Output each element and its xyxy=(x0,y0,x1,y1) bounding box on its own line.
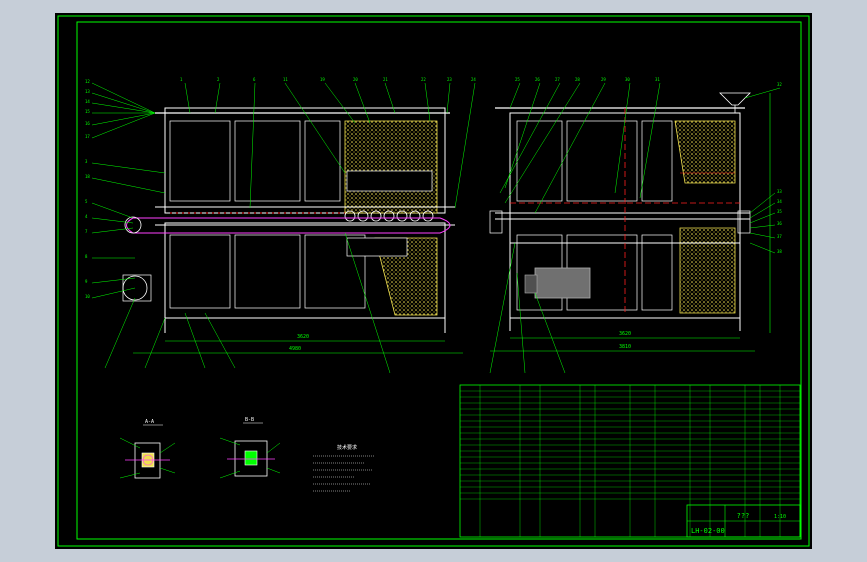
svg-text:19: 19 xyxy=(320,77,325,82)
drive-chain xyxy=(126,217,451,234)
svg-text:21: 21 xyxy=(383,77,388,82)
drawing-viewport[interactable]: 3620 4980 xyxy=(55,13,812,549)
svg-text:29: 29 xyxy=(601,77,606,82)
technical-notes: 技术要求 xyxy=(313,444,375,492)
dimension-bottom-left: 3620 xyxy=(297,334,309,340)
front-elevation-view: 3620 4980 xyxy=(85,77,476,374)
svg-text:1: 1 xyxy=(180,77,183,82)
notes-heading: 技术要求 xyxy=(337,444,357,451)
svg-text:22: 22 xyxy=(421,77,426,82)
svg-text:8: 8 xyxy=(85,254,88,259)
svg-text:12: 12 xyxy=(85,79,90,84)
svg-text:11: 11 xyxy=(283,77,288,82)
svg-text:5: 5 xyxy=(85,199,88,204)
svg-text:27: 27 xyxy=(555,77,560,82)
side-elevation-view: 3620 3810 xyxy=(489,77,782,374)
svg-text:30: 30 xyxy=(625,77,630,82)
title-block: ??? 1:10 LH-02-00 xyxy=(686,504,801,538)
svg-text:9: 9 xyxy=(85,279,88,284)
upper-frame xyxy=(164,107,446,214)
svg-text:32: 32 xyxy=(777,82,782,87)
svg-text:23: 23 xyxy=(447,77,452,82)
section-detail-a: A-A xyxy=(119,419,176,479)
parts-list-table xyxy=(459,384,801,538)
svg-text:10: 10 xyxy=(85,294,90,299)
svg-text:37: 37 xyxy=(777,234,782,239)
svg-text:25: 25 xyxy=(515,77,520,82)
svg-text:26: 26 xyxy=(535,77,540,82)
svg-text:7: 7 xyxy=(85,229,88,234)
svg-text:24: 24 xyxy=(471,77,476,82)
svg-text:3: 3 xyxy=(85,159,88,164)
conveyor-rollers xyxy=(155,206,455,226)
svg-text:33: 33 xyxy=(777,189,782,194)
dimension-bottom-right: 3620 xyxy=(619,331,631,337)
svg-text:14: 14 xyxy=(85,99,90,104)
svg-text:38: 38 xyxy=(777,249,782,254)
svg-text:17: 17 xyxy=(85,134,90,139)
svg-text:4: 4 xyxy=(85,214,88,219)
svg-text:15: 15 xyxy=(85,109,90,114)
svg-text:28: 28 xyxy=(575,77,580,82)
svg-text:36: 36 xyxy=(777,221,782,226)
section-detail-b: B-B xyxy=(219,417,281,479)
svg-text:35: 35 xyxy=(777,209,782,214)
svg-text:31: 31 xyxy=(655,77,660,82)
handwheel xyxy=(719,92,751,106)
drive-motor xyxy=(534,267,591,299)
dimension-overall-left: 4980 xyxy=(289,346,301,352)
outer-border xyxy=(57,15,810,547)
section-label-b: B-B xyxy=(245,417,254,423)
section-label-a: A-A xyxy=(145,419,154,425)
svg-text:18: 18 xyxy=(85,174,90,179)
svg-text:16: 16 xyxy=(85,121,90,126)
title-mark: ??? xyxy=(737,512,750,520)
sheet-note: 1:10 xyxy=(774,514,786,520)
drawing-number: LH-02-00 xyxy=(691,527,725,535)
svg-text:2: 2 xyxy=(217,77,220,82)
inner-border xyxy=(76,21,802,540)
svg-text:6: 6 xyxy=(253,77,256,82)
cad-drawing: 3620 4980 xyxy=(57,15,810,547)
dimension-overall-right: 3810 xyxy=(619,344,631,350)
lower-frame xyxy=(164,222,446,319)
svg-text:34: 34 xyxy=(777,199,782,204)
svg-text:20: 20 xyxy=(353,77,358,82)
svg-text:13: 13 xyxy=(85,89,90,94)
